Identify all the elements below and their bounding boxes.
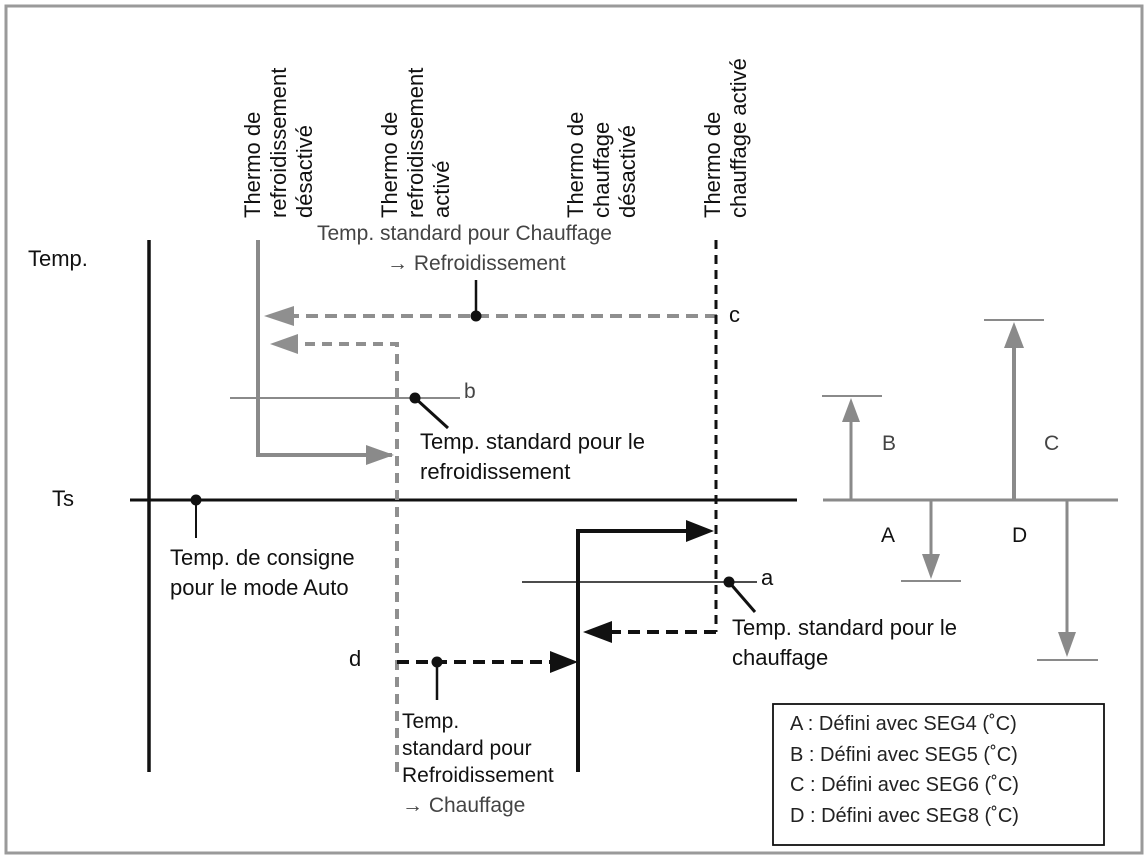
cooling-path-solid [256, 240, 392, 457]
heating-path-arrowhead [686, 520, 714, 542]
heat-to-cool-label: Temp. standard pour Chauffage → Refroidi… [317, 222, 618, 275]
point-d-label: d [349, 646, 361, 671]
temp-axis-label: Temp. [28, 246, 88, 271]
range-a-arrowhead [922, 554, 940, 579]
range-d-letter: D [1012, 524, 1027, 547]
header-cool-off: Thermo de refroidissement désactivé [240, 61, 317, 218]
cool-to-heat-label: Temp. standard pour Refroidissement → Ch… [402, 710, 560, 817]
range-d-arrowhead [1058, 632, 1076, 657]
c-arrowhead [264, 306, 294, 326]
range-b-arrowhead [842, 398, 860, 422]
legend-item-d: D : Défini avec SEG8 (˚C) [790, 805, 1019, 827]
header-cool-on: Thermo de refroidissement activé [377, 61, 454, 218]
header-heat-off: Thermo de chauffage désactivé [563, 105, 640, 218]
heating-std-label: Temp. standard pour le chauffage [732, 615, 963, 670]
d-arrowhead [550, 651, 578, 673]
point-a-label: a [761, 565, 774, 590]
heating-path-solid [576, 529, 690, 772]
outer-frame [4, 4, 1144, 855]
range-a-letter: A [881, 524, 895, 547]
point-c-label: c [729, 302, 740, 327]
cooling-std-leader [413, 396, 450, 430]
range-c-letter: C [1044, 432, 1059, 455]
range-c-arrowhead [1004, 322, 1024, 348]
cooling-on-dashed-path [296, 342, 399, 772]
legend-box [772, 703, 1105, 846]
ts-label: Ts [52, 486, 74, 511]
heating-std-leader [727, 581, 757, 613]
cooling-path-arrowhead [366, 445, 394, 465]
legend-item-c: C : Défini avec SEG6 (˚C) [790, 774, 1019, 796]
auto-setpoint-label: Temp. de consigne pour le mode Auto [170, 545, 361, 600]
cooling-on-arrowhead [270, 334, 298, 354]
legend-item-b: B : Défini avec SEG5 (˚C) [790, 744, 1018, 766]
heating-return-arrowhead [583, 621, 612, 643]
legend-item-a: A : Défini avec SEG4 (˚C) [790, 713, 1017, 735]
header-heat-on: Thermo de chauffage activé [700, 58, 751, 218]
cooling-std-label: Temp. standard pour le refroidissement [420, 429, 651, 484]
range-b-letter: B [882, 432, 896, 455]
point-b-label: b [464, 380, 476, 403]
